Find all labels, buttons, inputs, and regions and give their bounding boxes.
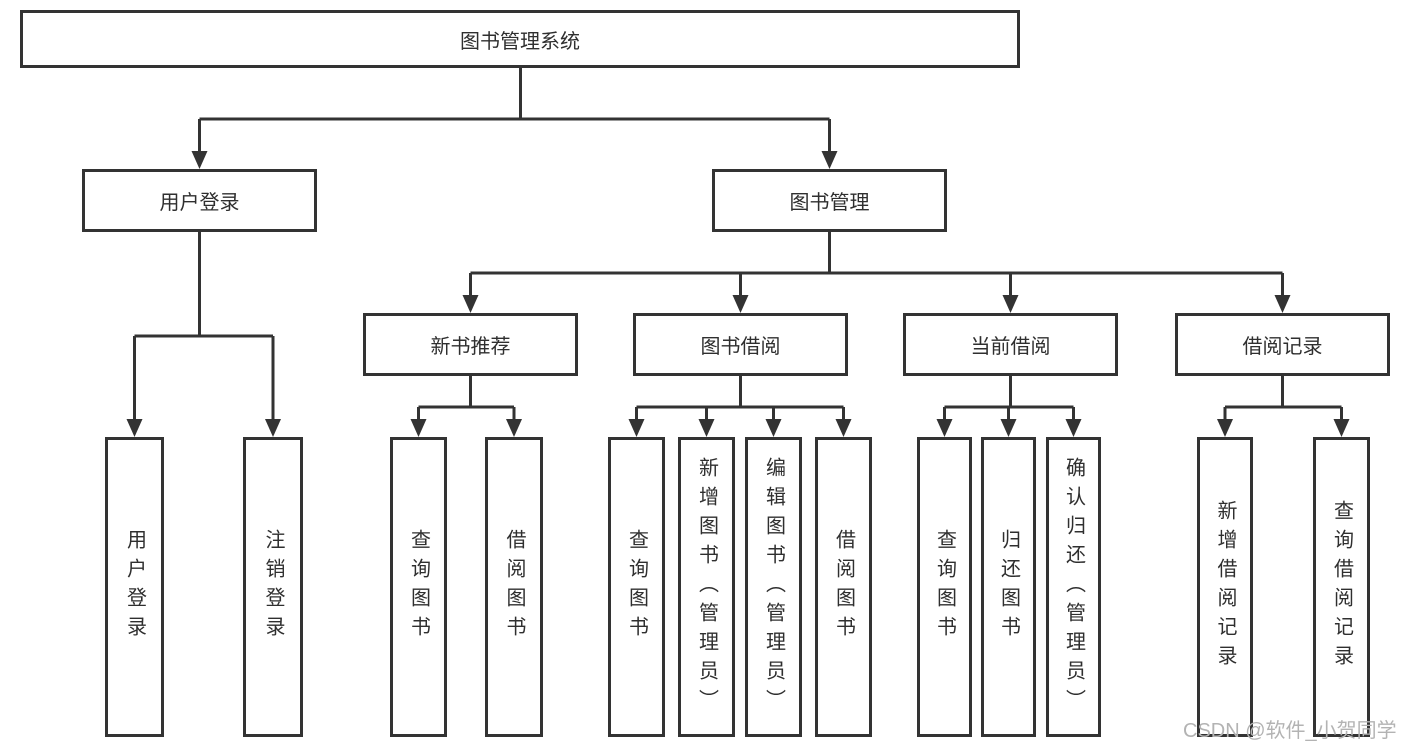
node-new-book-recommend: 新书推荐 [363,313,578,376]
connector-segments [133,68,1343,421]
node-label: 用户登录 [123,529,146,645]
node-label: 归还图书 [997,529,1020,645]
node-current-borrowing: 当前借阅 [903,313,1118,376]
node-label: 借阅记录 [1242,336,1323,358]
leaf-query-books-borrow: 查询图书 [608,437,665,737]
node-book-borrowing: 图书借阅 [633,313,848,376]
node-label: 查询图书 [933,529,956,645]
leaf-confirm-return-admin: 确认归还（管理员） [1046,437,1101,737]
leaf-add-borrow-record: 新增借阅记录 [1197,437,1253,737]
node-library-system: 图书管理系统 [20,10,1020,68]
leaf-edit-book-admin: 编辑图书（管理员） [745,437,802,737]
node-label: 图书借阅 [700,336,781,358]
node-label: 借阅图书 [503,529,525,645]
node-book-management-branch: 图书管理 [712,169,947,232]
node-label: 编辑图书（管理员） [762,456,785,718]
leaf-borrow-books-borrow: 借阅图书 [815,437,872,737]
node-label: 当前借阅 [970,336,1051,358]
node-label: 新书推荐 [430,336,511,358]
node-label: 新增图书（管理员） [695,456,718,718]
node-label: 查询图书 [407,529,430,645]
node-label: 借阅图书 [832,529,855,645]
node-borrowing-records: 借阅记录 [1175,313,1390,376]
csdn-watermark: CSDN @软件_小贺同学 [1183,720,1397,742]
arrowheads [126,151,1350,437]
leaf-user-login: 用户登录 [105,437,164,737]
node-label: 用户登录 [159,192,240,214]
leaf-query-borrow-record: 查询借阅记录 [1313,437,1370,737]
node-label: 查询借阅记录 [1330,500,1353,674]
leaf-return-books: 归还图书 [981,437,1036,737]
leaf-query-books-current: 查询图书 [917,437,972,737]
node-label: 确认归还（管理员） [1062,456,1085,718]
leaf-add-book-admin: 新增图书（管理员） [678,437,735,737]
leaf-query-books-newbook: 查询图书 [390,437,447,737]
node-label: 注销登录 [262,529,284,645]
leaf-borrow-books-newbook: 借阅图书 [485,437,543,737]
node-label: 图书管理系统 [460,30,580,53]
node-label: 图书管理 [789,192,870,214]
node-user-login-branch: 用户登录 [82,169,317,232]
node-label: 新增借阅记录 [1214,500,1236,674]
node-label: 查询图书 [625,529,648,645]
leaf-logout: 注销登录 [243,437,303,737]
